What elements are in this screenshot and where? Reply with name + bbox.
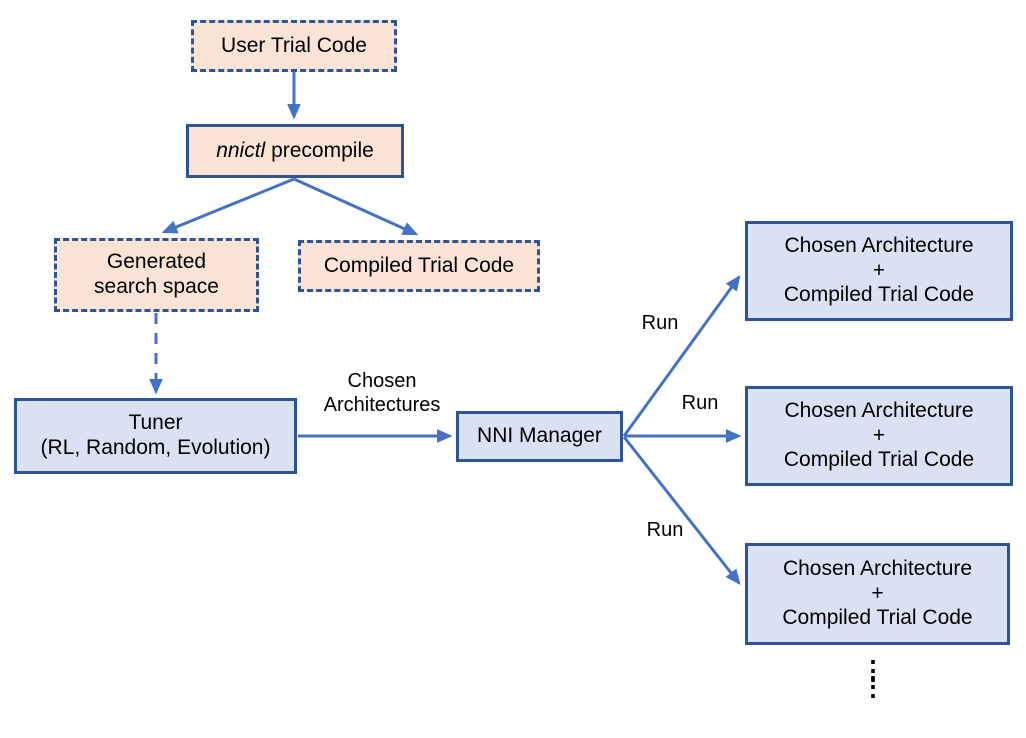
compiled-trial-code-label: Compiled Trial Code — [323, 253, 515, 277]
run-label-3-text: Run — [646, 519, 684, 541]
nnictl-precompile-label: nnictl precompile — [193, 139, 397, 164]
trial-2-label-line2: + — [872, 423, 886, 447]
tuner-node[interactable]: Tuner (RL, Random, Evolution) — [14, 398, 297, 474]
precompile-word: precompile — [265, 138, 374, 162]
chosen-architectures-line1: Chosen — [347, 370, 417, 392]
trial-1-label-line2: + — [872, 258, 886, 282]
nni-manager-label: NNI Manager — [477, 424, 602, 448]
edge-label-run-1: Run — [636, 312, 684, 336]
generated-search-space-label-line1: Generated — [106, 250, 207, 274]
generated-search-space-label-line2: search space — [94, 275, 219, 298]
edge-label-chosen-architectures: Chosen Architectures — [312, 370, 452, 417]
edge-nnictl-to-searchspace — [161, 177, 295, 234]
trial-2-label-line3: Compiled Trial Code — [783, 448, 975, 472]
vertical-ellipsis: ⋮ ⋮ — [860, 657, 886, 702]
run-label-2-text: Run — [681, 392, 719, 414]
trial-2-label-line1: Chosen Architecture — [784, 398, 974, 422]
edge-label-run-3: Run — [641, 519, 689, 543]
run-label-1-text: Run — [641, 312, 679, 334]
nnictl-precompile-node[interactable]: nnictl precompile — [186, 124, 404, 178]
generated-search-space-node[interactable]: Generated search space — [54, 238, 259, 312]
tuner-label-line1: Tuner — [128, 411, 183, 435]
edge-manager-to-trial3 — [622, 436, 741, 585]
nni-manager-node[interactable]: NNI Manager — [456, 411, 623, 462]
trial-node-1[interactable]: Chosen Architecture + Compiled Trial Cod… — [745, 221, 1013, 321]
trial-3-label-line1: Chosen Architecture — [782, 556, 973, 580]
trial-3-label-line3: Compiled Trial Code — [782, 606, 973, 630]
nnictl-keyword: nnictl — [216, 138, 266, 162]
edge-label-run-2: Run — [676, 392, 724, 416]
tuner-label-line2: (RL, Random, Evolution) — [40, 436, 271, 459]
user-trial-code-node[interactable]: User Trial Code — [191, 20, 397, 72]
trial-node-3[interactable]: Chosen Architecture + Compiled Trial Cod… — [745, 543, 1010, 645]
trial-3-label-line2: + — [871, 581, 884, 605]
trial-node-2[interactable]: Chosen Architecture + Compiled Trial Cod… — [745, 386, 1013, 486]
trial-1-label-line3: Compiled Trial Code — [783, 283, 975, 307]
user-trial-code-label: User Trial Code — [221, 33, 367, 57]
vertical-ellipsis-group-2: ⋮ — [860, 671, 886, 702]
trial-1-label-line1: Chosen Architecture — [784, 233, 974, 257]
chosen-architectures-line2: Architectures — [323, 393, 441, 416]
edge-nnictl-to-compiledcode — [293, 177, 419, 236]
compiled-trial-code-node[interactable]: Compiled Trial Code — [298, 240, 540, 292]
